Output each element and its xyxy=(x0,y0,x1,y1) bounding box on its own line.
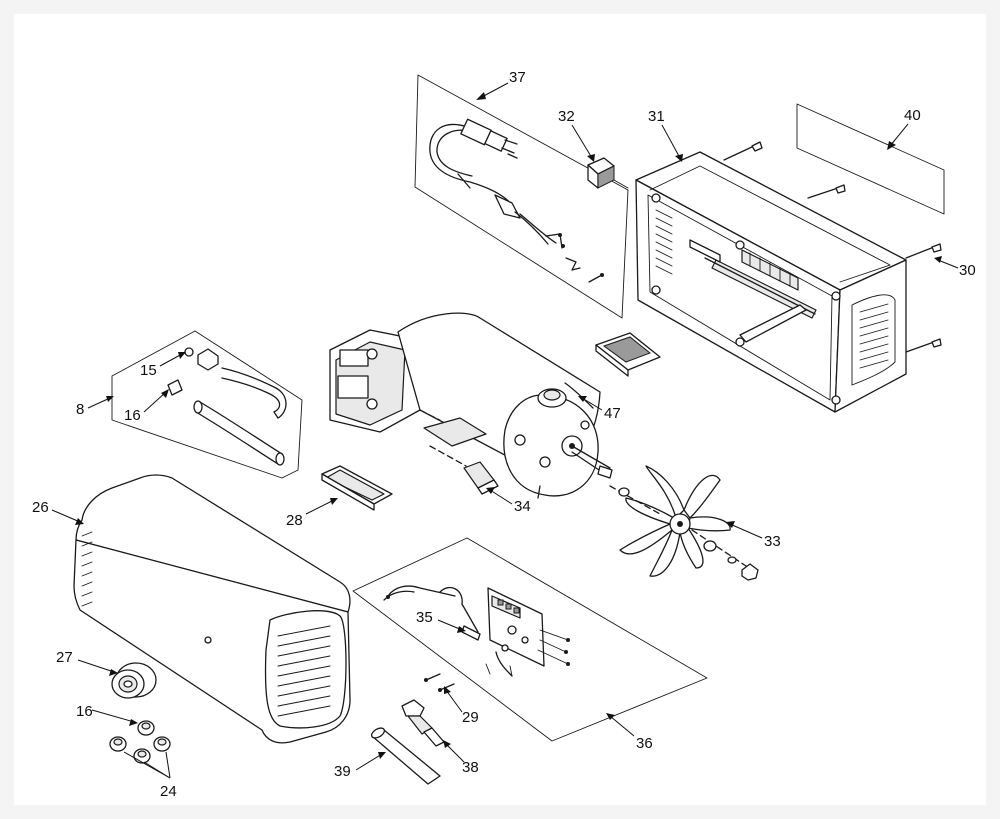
callout-26: 26 xyxy=(32,499,49,516)
part-28-plate xyxy=(321,465,393,511)
callout-38: 38 xyxy=(462,759,479,776)
callout-8: 8 xyxy=(76,401,84,418)
callout-24: 24 xyxy=(160,783,177,800)
callout-27: 27 xyxy=(56,649,73,666)
part-39-tube xyxy=(370,727,441,785)
callout-16-feet: 16 xyxy=(76,703,93,720)
callout-34: 34 xyxy=(514,498,531,515)
part-16-24-feet xyxy=(109,720,171,764)
callout-16-kit: 16 xyxy=(124,407,141,424)
callout-47: 47 xyxy=(604,405,621,422)
callout-36: 36 xyxy=(636,735,653,752)
callout-29: 29 xyxy=(462,709,479,726)
part-30-screws xyxy=(723,141,942,353)
callout-40: 40 xyxy=(904,107,921,124)
callout-15: 15 xyxy=(140,362,157,379)
part-26-cover xyxy=(73,474,351,744)
callout-35: 35 xyxy=(416,609,433,626)
callout-39: 39 xyxy=(334,763,351,780)
part-37-power-cord-assembly xyxy=(414,74,629,319)
callout-32: 32 xyxy=(558,108,575,125)
part-32-switch xyxy=(587,157,629,189)
part-34-fitting xyxy=(429,445,499,495)
callout-33: 33 xyxy=(764,533,781,550)
part-33-fan xyxy=(609,465,759,581)
part-27-knob xyxy=(111,662,157,699)
part-31-motor-shroud xyxy=(635,151,907,413)
callout-31: 31 xyxy=(648,108,665,125)
callout-28: 28 xyxy=(286,512,303,529)
part-8-tubing-kit xyxy=(111,330,303,479)
callout-37: 37 xyxy=(509,69,526,86)
part-47-motor-compressor xyxy=(329,312,613,499)
callout-labels: 37 32 31 40 30 47 33 34 28 15 16 8 26 27… xyxy=(32,69,976,800)
mounting-bracket xyxy=(595,332,661,377)
part-40-label xyxy=(796,103,945,215)
callout-30: 30 xyxy=(959,262,976,279)
callout-leaders xyxy=(51,82,959,779)
part-36-circuit-board-assembly xyxy=(352,537,708,742)
